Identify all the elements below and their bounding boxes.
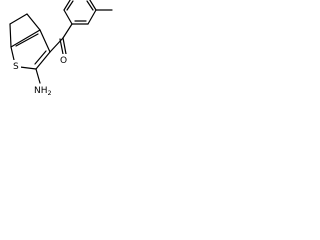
bond-th-s-c7a — [10, 46, 15, 61]
bond-cp-3 — [26, 13, 41, 31]
amine-label-subscript: 2 — [48, 89, 52, 97]
oxygen-label-bg — [60, 54, 69, 64]
bond-th-c3-c2 — [35, 51, 51, 70]
amine-label-main: NH — [34, 86, 48, 96]
sulfur-atom-label: S — [13, 62, 19, 72]
bond-cp-1 — [9, 23, 12, 48]
oxygen-atom-label: O — [60, 56, 67, 66]
bond-ar-ring-a — [63, 9, 73, 25]
bond-cp-2 — [9, 13, 28, 25]
molecule-structure: S O NH2 — [9, 0, 113, 97]
bond-ar-3 — [87, 9, 97, 25]
bond-carbonyl-o-1 — [62, 37, 67, 55]
bond-th-c7a-c3a-double — [15, 33, 39, 47]
bond-ar-4 — [89, 0, 97, 11]
bond-ar-1 — [62, 23, 73, 39]
bond-carbonyl-o-2 — [59, 38, 64, 55]
bond-c2-nh2 — [35, 68, 41, 84]
bond-ar-double-2 — [66, 0, 74, 11]
bond-th-c3a-c3 — [39, 29, 51, 53]
bond-th-c7a-c3a — [10, 29, 41, 48]
bond-ar-double-3 — [86, 0, 94, 11]
bond-th-c3-c2-double — [34, 50, 47, 65]
bond-ar-ring-b — [63, 0, 71, 11]
sulfur-label-bg — [13, 60, 21, 70]
bond-th-c2-s — [19, 66, 37, 70]
amine-atom-label: NH2 — [34, 86, 52, 97]
